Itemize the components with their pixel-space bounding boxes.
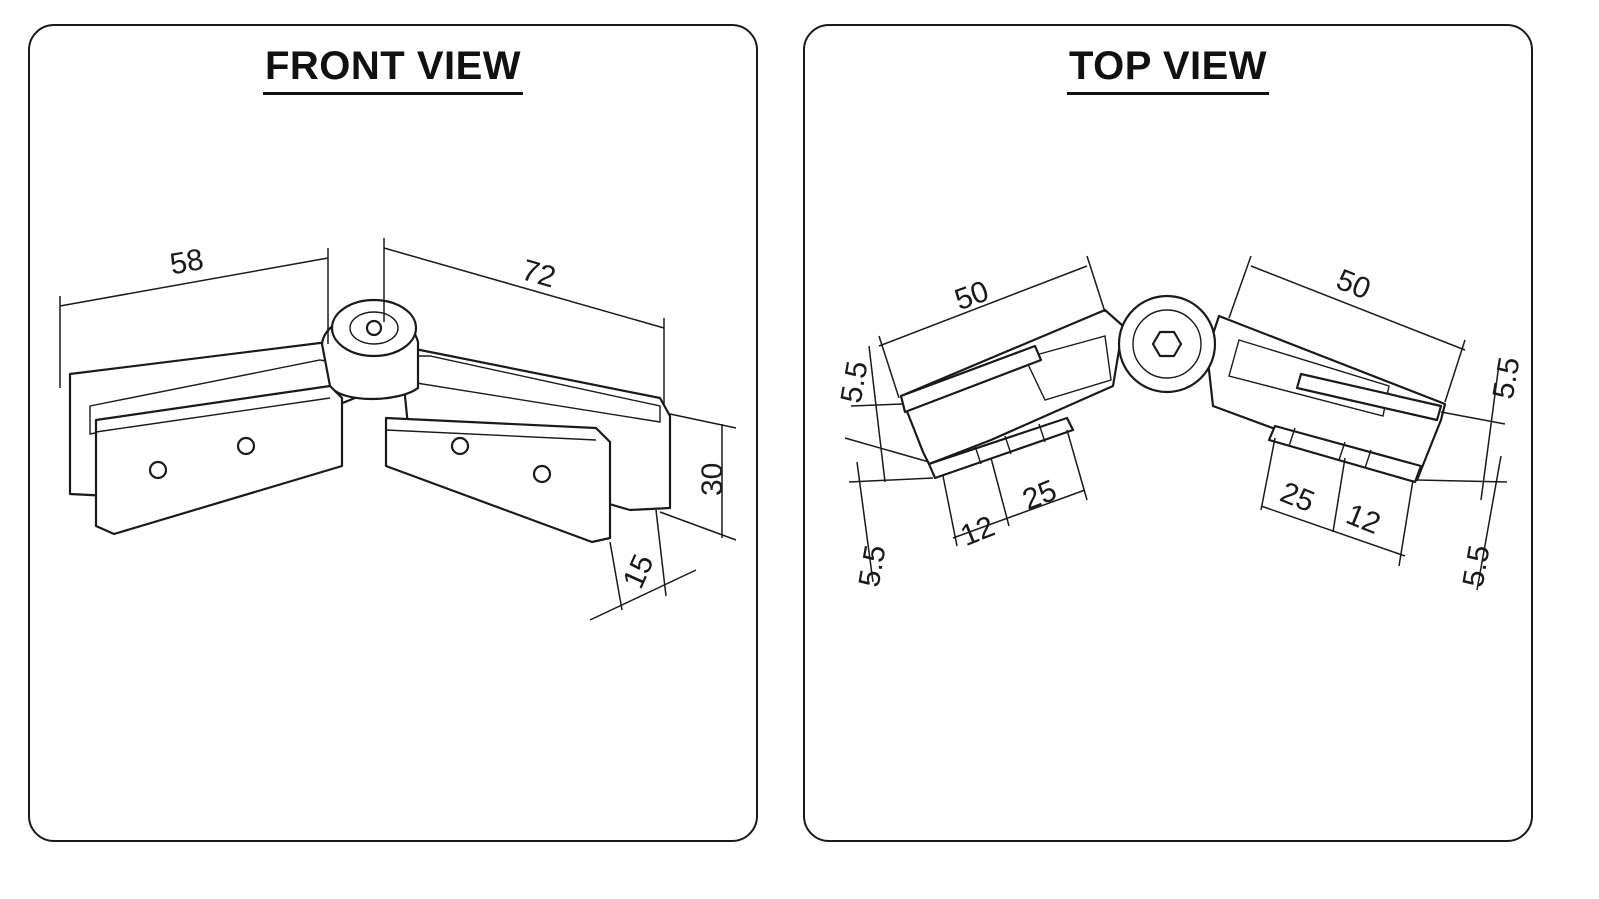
dim-right-25-ext-a xyxy=(1260,437,1276,511)
dim-right-55-top-ext xyxy=(1440,411,1506,425)
dim-30-ext-top xyxy=(669,413,737,429)
dim-right-12-ext-b xyxy=(1398,479,1414,567)
left-hole-mark-1 xyxy=(974,445,982,465)
dim-right-55-bottom-line xyxy=(1476,455,1502,591)
dim-58-line xyxy=(59,257,329,307)
left-arm-slot xyxy=(1024,335,1112,401)
dim-15-ext-left xyxy=(609,541,623,611)
left-plate-hole-1 xyxy=(148,460,168,480)
top-view-panel: TOP VIEW 50 50 5.5 xyxy=(803,24,1533,842)
left-glass-top xyxy=(899,344,1043,414)
dim-left-55-top-ext xyxy=(850,403,904,407)
dim-15-ext-right xyxy=(655,509,667,597)
dim-left-55-top-line xyxy=(868,345,886,483)
left-plate-hole-2 xyxy=(236,436,256,456)
right-hole-mark-2 xyxy=(1338,441,1346,461)
hex-socket-icon xyxy=(1151,330,1183,358)
right-front-plate xyxy=(384,416,612,544)
dim-left-55-bottom-label: 5.5 xyxy=(853,543,893,590)
right-arm-slot xyxy=(1228,339,1390,417)
dim-left-12-ext-b xyxy=(990,457,1010,527)
dim-58-label: 58 xyxy=(167,243,206,281)
left-arm xyxy=(899,308,1125,466)
dim-left-12-ext-a xyxy=(942,475,958,547)
dim-right-hole-line xyxy=(1260,505,1406,557)
left-front-plate-edge xyxy=(95,397,331,433)
dim-left-25-ext-b xyxy=(1066,429,1088,501)
dim-right-50-line xyxy=(1250,265,1466,351)
dim-30-label: 30 xyxy=(696,463,729,496)
left-glass-bottom xyxy=(927,416,1075,480)
dim-left-50-ext-a xyxy=(878,335,900,399)
dim-15-line xyxy=(589,569,697,621)
dim-right-55-bottom-label: 5.5 xyxy=(1457,543,1497,590)
dim-15-label: 15 xyxy=(617,550,661,594)
right-glass-top xyxy=(1295,372,1443,422)
right-hole-mark-1 xyxy=(1288,427,1296,447)
dim-right-55-top-line xyxy=(1480,363,1500,501)
top-view-title-text: TOP VIEW xyxy=(1066,44,1270,95)
right-glass-bottom xyxy=(1267,424,1423,484)
dim-right-12-ext-a xyxy=(1332,457,1346,533)
dim-72-line xyxy=(383,247,665,329)
right-front-plate-edge xyxy=(385,429,597,441)
dim-left-25-label: 25 xyxy=(1018,474,1061,517)
dim-left-55-top-label: 5.5 xyxy=(835,359,875,406)
left-hole-mark-3 xyxy=(1038,423,1046,443)
dim-left-55-top-ext-b xyxy=(844,437,930,463)
dim-right-50-ext-b xyxy=(1444,339,1466,403)
dim-left-55-bottom-line xyxy=(856,461,874,583)
dim-left-55-bottom-ext xyxy=(848,477,934,483)
dim-left-50-label: 50 xyxy=(950,275,993,317)
right-plate-hole-2 xyxy=(532,464,552,484)
hinge-boss-ring xyxy=(349,311,399,345)
hinge-pin-hole xyxy=(365,319,383,337)
dim-30-ext-bottom xyxy=(659,511,737,541)
right-hole-mark-3 xyxy=(1364,449,1372,469)
top-view-title: TOP VIEW xyxy=(805,44,1531,95)
front-view-drawing: 58 72 30 15 xyxy=(59,238,737,621)
dim-left-12-label: 12 xyxy=(956,510,999,553)
front-view-title-text: FRONT VIEW xyxy=(262,44,524,95)
front-view-title: FRONT VIEW xyxy=(30,44,756,95)
right-plate-hole-1 xyxy=(450,436,470,456)
dim-left-50-line xyxy=(878,265,1088,347)
dim-right-55-top-label: 5.5 xyxy=(1487,355,1527,402)
left-hole-mark-2 xyxy=(1004,435,1012,455)
dim-right-55-top-ext-b xyxy=(1416,479,1508,483)
top-view-drawing: 50 50 5.5 5.5 5.5 5.5 12 25 2 xyxy=(835,255,1527,591)
hinge-inner-ring xyxy=(1132,309,1202,379)
dim-right-50-ext-a xyxy=(1228,255,1252,319)
dim-left-50-ext-b xyxy=(1086,255,1106,313)
front-view-panel: FRONT VIEW 58 72 xyxy=(28,24,758,842)
dim-right-12-label: 12 xyxy=(1342,498,1385,541)
dim-left-hole-line xyxy=(952,489,1086,539)
